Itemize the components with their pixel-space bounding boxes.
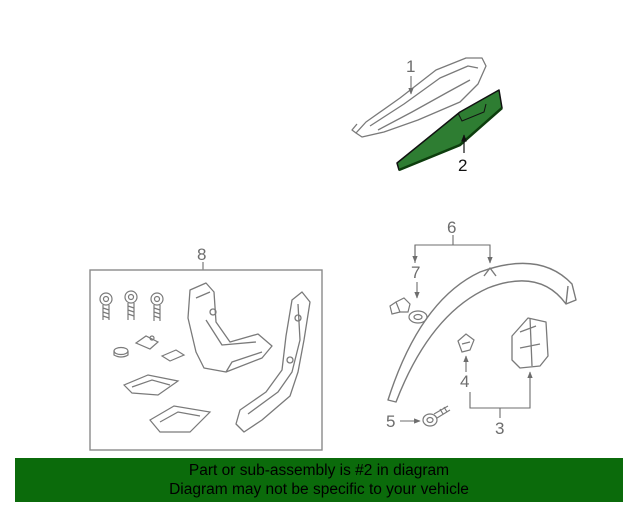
info-banner: Part or sub-assembly is #2 in diagram Di… — [15, 458, 623, 502]
callout-part-8: 8 — [197, 245, 206, 264]
callout-part-7: 7 — [411, 263, 420, 282]
kit-mud-flap-left — [187, 282, 273, 373]
part-8-kit-box — [89, 269, 323, 451]
callout-part-6: 6 — [447, 218, 456, 237]
banner-line-2: Diagram may not be specific to your vehi… — [169, 481, 469, 498]
callout-part-2: 2 — [458, 156, 467, 175]
part-1-molding — [351, 57, 487, 138]
part-4-clip — [457, 333, 475, 353]
kit-clips — [113, 335, 212, 433]
callout-part-1: 1 — [406, 57, 415, 76]
callout-part-5: 5 — [386, 412, 395, 431]
callout-part-3: 3 — [495, 419, 504, 438]
part-2-highlighted-strip — [396, 89, 503, 172]
kit-screws — [99, 290, 164, 321]
parts-diagram: 1 2 8 6 — [89, 57, 577, 451]
part-5-screw — [422, 405, 451, 427]
kit-mud-flap-right — [235, 291, 311, 433]
banner-line-1: Part or sub-assembly is #2 in diagram — [188, 462, 450, 479]
part-6-wheel-arch-flare — [387, 262, 577, 403]
part-7-push-clip — [389, 297, 428, 324]
callout-part-4: 4 — [460, 372, 469, 391]
part-3-bracket — [511, 317, 549, 369]
